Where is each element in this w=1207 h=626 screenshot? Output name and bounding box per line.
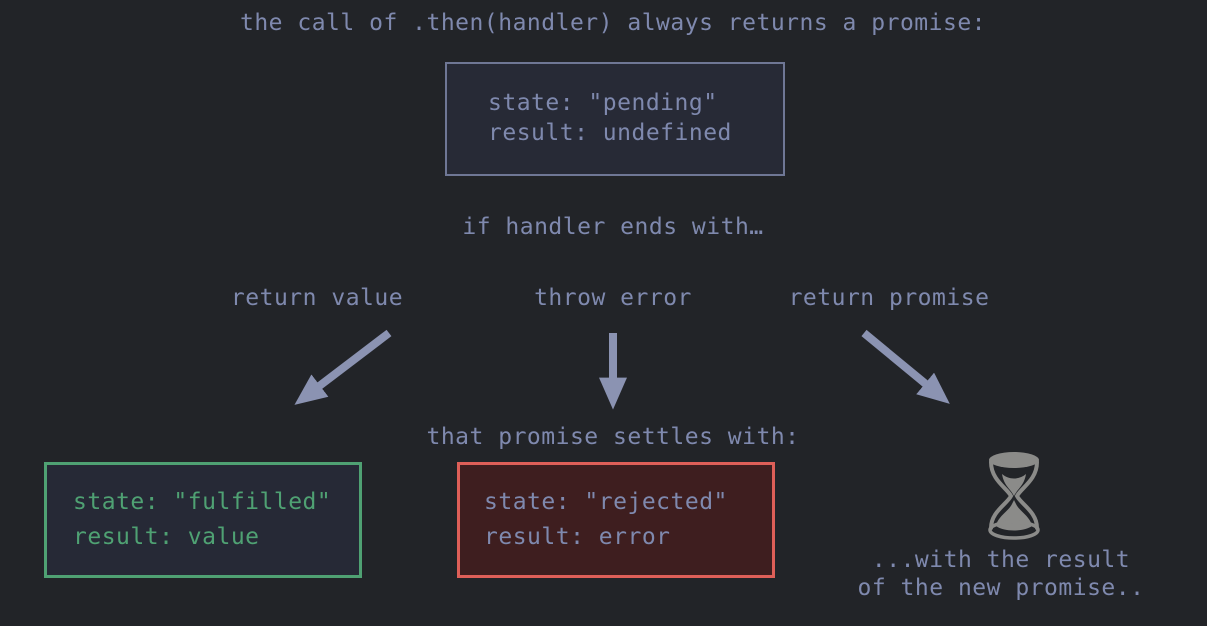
arrow-down-left-icon — [294, 329, 392, 405]
rejected-state-line: state: "rejected" — [484, 489, 728, 515]
fulfilled-promise-box: state: "fulfilled" result: value — [44, 462, 362, 578]
arrow-down-right-icon — [861, 329, 950, 404]
rejected-promise-box: state: "rejected" result: error — [457, 462, 775, 578]
hourglass-icon — [988, 452, 1040, 540]
settles-label: that promise settles with: — [426, 424, 800, 450]
diagram-title: the call of .then(handler) always return… — [239, 10, 987, 36]
hourglass-caption: ...with the result of the new promise.. — [821, 546, 1181, 602]
branch-label-return-promise: return promise — [788, 285, 990, 311]
fulfilled-result-line: result: value — [73, 524, 260, 550]
fulfilled-state-line: state: "fulfilled" — [73, 489, 332, 515]
hourglass-caption-line1: ...with the result — [871, 547, 1131, 573]
pending-state-line: state: "pending" — [488, 90, 718, 116]
pending-result-line: result: undefined — [488, 120, 732, 146]
branch-label-throw-error: throw error — [534, 285, 692, 311]
rejected-result-line: result: error — [484, 524, 671, 550]
branch-label-return-value: return value — [230, 285, 404, 311]
pending-promise-box: state: "pending" result: undefined — [445, 62, 785, 176]
hourglass-caption-line2: of the new promise.. — [857, 575, 1145, 601]
handler-condition-label: if handler ends with… — [462, 214, 764, 240]
